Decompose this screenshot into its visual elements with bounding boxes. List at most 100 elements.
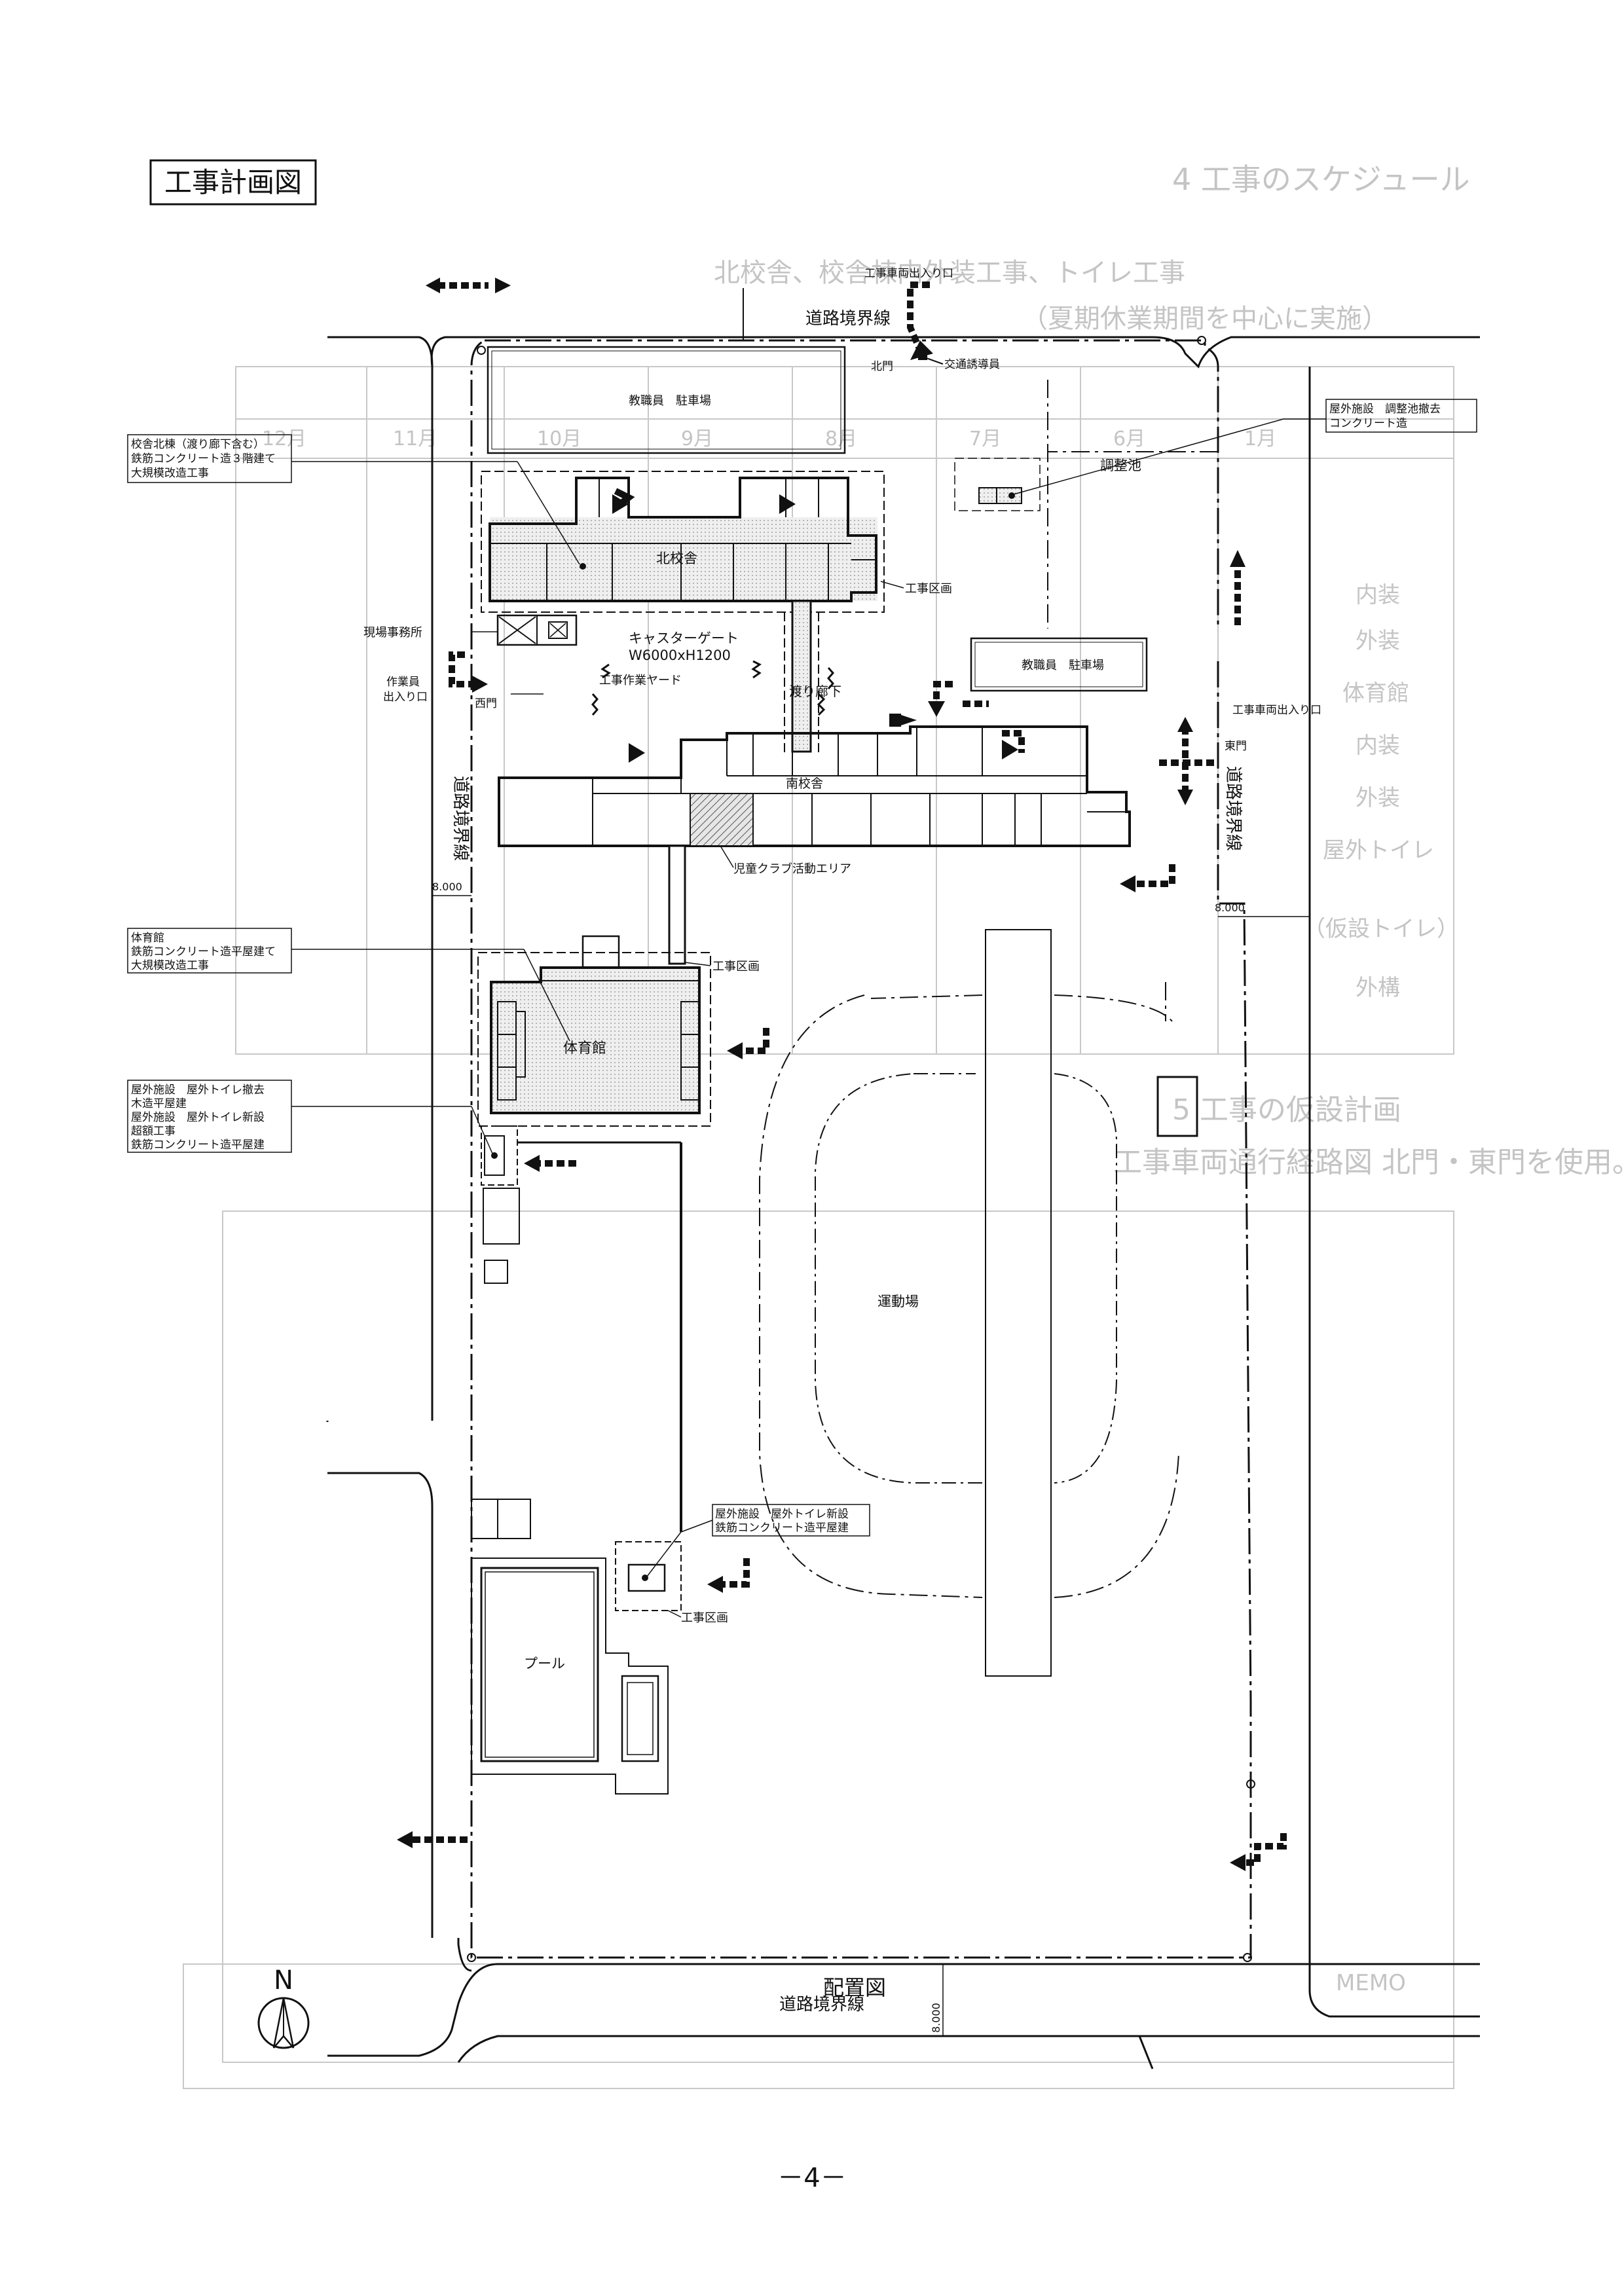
width-south-label: 8.000 [930, 2003, 942, 2033]
sports-ground: 運動場 [759, 929, 1179, 1677]
construction-zone-2-label: 工事区画 [712, 960, 760, 974]
road-width-east: 8.000 [1215, 902, 1310, 917]
staff-parking-north-label: 教職員 駐車場 [629, 394, 711, 408]
arrow-north-gate [907, 282, 933, 360]
ghost-month-6: 11月 [393, 428, 437, 450]
pool-label: プール [524, 1656, 565, 1671]
ghost-month-7: 12月 [262, 428, 306, 450]
callout-gym-line-3: 大規模改造工事 [131, 959, 209, 972]
traffic-guard: 交通誘導員 [918, 351, 1000, 371]
staff-parking-north: 教職員 駐車場 [487, 346, 846, 454]
callout-gymnasium: 体育館 鉄筋コンクリート造平屋建て 大規模改造工事 [127, 928, 570, 1042]
callout-toilets-line-1: 屋外施設 屋外トイレ撤去 [131, 1084, 265, 1097]
diagram-caption: 配置図 [823, 1975, 886, 2000]
arrow-gym-east [727, 1028, 769, 1059]
ghost-row-4: 内装 [1356, 733, 1400, 759]
west-gate-label: 西門 [475, 697, 497, 710]
ghost-row-2: 外装 [1356, 628, 1400, 654]
outdoor-toilets-west [481, 1125, 520, 1284]
road-width-south: 8.000 [930, 1964, 944, 2036]
arrow-east-gate [1177, 717, 1193, 805]
south-building: 南校舎 [498, 714, 1131, 847]
callout-gym-line-1: 体育館 [131, 932, 164, 945]
road-boundary-east-label: 道路境界線 [1223, 766, 1243, 851]
callout-north-building-line-1: 校舎北棟（渡り廊下含む） [131, 438, 265, 451]
north-gate-label: 北門 [871, 360, 893, 373]
ghost-month-8: 1月 [1244, 428, 1276, 450]
ghost-heading-temp: 5 工事の仮設計画 [1172, 1093, 1401, 1127]
caster-gate-label-2: W6000xH1200 [629, 647, 731, 663]
ghost-row-7: （仮設トイレ） [1303, 916, 1459, 942]
ghost-schedule-table: 6月 7月 8月 9月 10月 11月 12月 1月 内装 外装 体育館 内装 … [235, 366, 1459, 1055]
east-gate-label: 東門 [1225, 740, 1247, 753]
construction-zone-1-label: 工事区画 [905, 582, 952, 596]
callout-north-building: 校舎北棟（渡り廊下含む） 鉄筋コンクリート造３階建て 大規模改造工事 [127, 434, 580, 565]
site-boundary [467, 336, 1255, 1962]
callout-pond-line-2: コンクリート造 [1329, 417, 1407, 430]
north-arrow-label: N [274, 1965, 293, 1995]
ground-equipment-shed [1156, 1076, 1198, 1137]
arrow-south-building-gate [1002, 730, 1025, 753]
arrow-toilets [524, 1155, 576, 1172]
vehicle-route-arrows [397, 278, 1287, 1871]
arrow-nw-horizontal [426, 278, 511, 293]
ghost-row-6: 屋外トイレ [1323, 837, 1434, 864]
title-box: 工事計画図 [149, 159, 317, 206]
arrow-new-toilet [707, 1558, 750, 1593]
ghost-row-8: 外構 [1356, 975, 1400, 1001]
gym-corridor [668, 845, 686, 965]
ghost-subheading-2: （夏期休業期間を中心に実施） [1022, 304, 1388, 334]
sports-ground-label: 運動場 [877, 1294, 919, 1309]
ghost-subheading-1: 北校舎、校舎棟内外装工事、トイレ工事 [714, 258, 1185, 288]
worker-entrance-label-1: 作業員 [386, 676, 420, 689]
width-west-label: 8.000 [432, 881, 462, 893]
childrens-club-leader: 児童クラブ活動エリア [720, 845, 851, 876]
page-number: －4－ [777, 2163, 846, 2193]
ghost-memo-box [183, 1963, 1454, 2089]
vehicle-entrance-north-label: 工事車両出入り口 [864, 267, 953, 280]
construction-zone-3-label: 工事区画 [681, 1611, 728, 1625]
callout-toilets-line-4: 超額工事 [131, 1125, 175, 1138]
road-boundary-north-label: 道路境界線 [805, 309, 891, 329]
arrow-sw-horizontal [397, 1831, 471, 1848]
arrow-parking-east [928, 681, 989, 717]
callout-pond-line-1: 屋外施設 調整池撤去 [1329, 403, 1441, 416]
ghost-route-map-frame [222, 1211, 1454, 2063]
site-office: 現場事務所 [363, 614, 578, 646]
south-building-label: 南校舎 [786, 776, 823, 791]
arrow-east-strip [1230, 550, 1246, 625]
north-arrow: N [257, 1965, 310, 2049]
construction-zone-1-leader: 工事区画 [880, 581, 952, 596]
north-building: 北校舎 [481, 471, 885, 613]
ghost-heading-schedule: 4 工事のスケジュール [1172, 162, 1470, 197]
caster-gate-label-1: キャスターゲート [629, 630, 739, 646]
callout-toilets-line-3: 屋外施設 屋外トイレ新設 [131, 1111, 265, 1124]
callout-pond: 屋外施設 調整池撤去 コンクリート造 [1013, 399, 1477, 495]
arrow-se-corner [1230, 1833, 1287, 1871]
new-outdoor-toilet [615, 1541, 682, 1618]
road-width-west: 8.000 [432, 881, 471, 896]
ghost-month-4: 9月 [681, 428, 713, 450]
north-building-label: 北校舎 [656, 551, 697, 566]
pool-area: プール [471, 1499, 669, 1795]
road-boundary-west-label: 道路境界線 [451, 776, 470, 861]
roads [326, 336, 1480, 2069]
callout-new-toilet-line-2: 鉄筋コンクリート造平屋建 [715, 1522, 849, 1535]
ghost-memo: MEMO [1336, 1970, 1406, 1996]
gymnasium-label: 体育館 [563, 1040, 606, 1057]
callout-north-building-line-2: 鉄筋コンクリート造３階建て [131, 452, 276, 465]
callout-new-toilet: 屋外施設 屋外トイレ新設 鉄筋コンクリート造平屋建 [646, 1504, 870, 1577]
caster-gate: キャスターゲート W6000xH1200 [591, 630, 834, 716]
ghost-layer: 4 工事のスケジュール 北校舎、校舎棟内外装工事、トイレ工事 （夏期休業期間を中… [183, 162, 1624, 2089]
staff-parking-east-label: 教職員 駐車場 [1022, 659, 1104, 672]
road-boundary-south-label: 道路境界線 [779, 1995, 864, 2014]
callout-new-toilet-line-1: 屋外施設 屋外トイレ新設 [715, 1508, 849, 1521]
ghost-month-5: 10月 [537, 428, 581, 450]
retention-pond: 調整池 [954, 380, 1218, 629]
worker-entrance-label-2: 出入り口 [383, 691, 428, 704]
callout-toilets-west: 屋外施設 屋外トイレ撤去 木造平屋建 屋外施設 屋外トイレ新設 超額工事 鉄筋コ… [127, 1080, 493, 1154]
callout-gym-line-2: 鉄筋コンクリート造平屋建て [131, 945, 276, 958]
arrow-ground-ne [1120, 864, 1175, 892]
page-title: 工事計画図 [164, 166, 302, 198]
